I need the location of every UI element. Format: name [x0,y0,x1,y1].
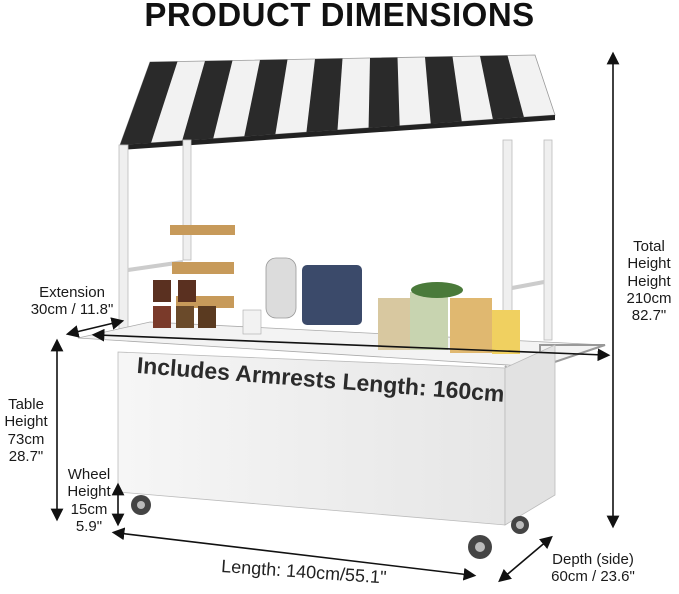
table-height-line3: 73cm [7,430,45,448]
table-height-line1: Table [8,396,44,413]
total-height-line4: 210cm [626,289,672,307]
total-height-label: Total Height Height 210cm 82.7" [620,238,678,324]
cart-body [117,344,556,526]
caster-wheels [131,495,529,559]
wheel-height-line4: 5.9" [75,517,103,535]
extension-label-line2: 30cm / 11.8" [30,301,114,319]
awning-stripe [368,57,400,128]
awning-stripe [306,58,343,133]
awning-stripe [244,59,288,137]
wheel-height-line3: 15cm [70,500,108,518]
depth-label-line1: Depth (side) [552,551,634,568]
awning-stripe [182,60,233,141]
cart-frame [118,139,553,341]
total-height-line5: 82.7" [631,307,667,324]
page-title: PRODUCT DIMENSIONS [144,0,535,33]
table-height-label: Table Height 73cm 28.7" [0,396,52,465]
extension-label-line1: Extension [39,284,105,301]
awning-stripe [425,56,462,124]
table-height-line2: Height [4,413,48,431]
striped-awning [119,54,556,150]
total-height-line1: Total [633,238,665,255]
total-height-line2: Height [627,255,671,273]
dimension-arrows [50,51,620,583]
depth-label: Depth (side) 60cm / 23.6" [538,551,648,586]
wheel-height-label: Wheel Height 15cm 5.9" [61,466,117,535]
awning-stripe [120,61,178,145]
extension-label: Extension 30cm / 11.8" [18,284,126,319]
total-height-line3: Height [627,272,671,290]
awning-stripe [480,55,524,120]
wheel-height-line2: Height [67,483,111,501]
depth-label-line2: 60cm / 23.6" [551,568,635,586]
table-height-line4: 28.7" [8,447,44,465]
display-items [153,225,520,354]
wheel-height-line1: Wheel [67,466,111,483]
